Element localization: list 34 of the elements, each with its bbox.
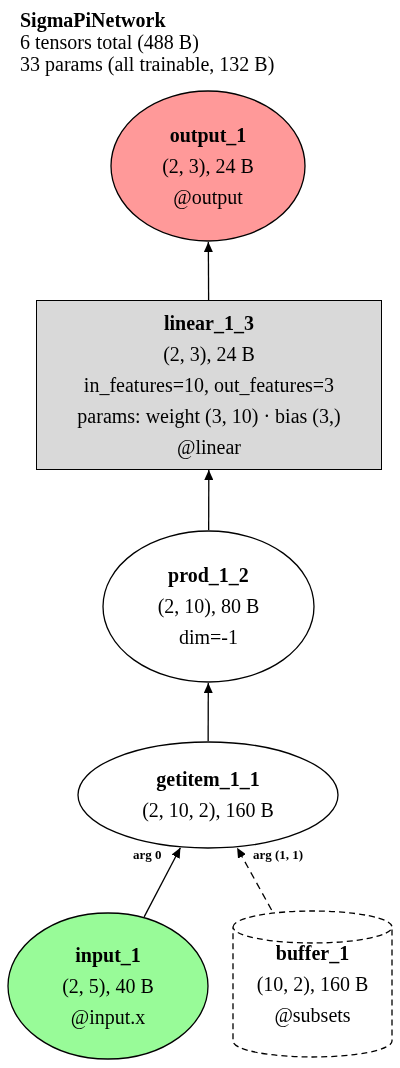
tensor-size-text: (2, 5), 40 B: [62, 973, 154, 1000]
ellipse-node: [77, 741, 339, 849]
arrow: [143, 847, 181, 918]
dashed-arrow: [236, 847, 273, 911]
node-detail-text: @subsets: [274, 1002, 351, 1029]
summary-text: 33 params (all trainable, 132 B): [20, 53, 275, 75]
cylinder-node: [232, 910, 393, 1058]
tensor-size-text: (10, 2), 160 B: [256, 971, 369, 998]
node-title: buffer_1: [275, 940, 350, 966]
arrow: [203, 241, 213, 301]
node-detail-text: @input.x: [70, 1004, 146, 1031]
node-title: input_1: [75, 942, 141, 969]
node-detail-text: params: weight (3, 10) · bias (3,): [77, 403, 341, 430]
ellipse-node: [110, 90, 306, 242]
summary-text: 6 tensors total (488 B): [20, 31, 200, 53]
tensor-size-text: (2, 3), 24 B: [163, 341, 255, 368]
node-detail-text: dim=-1: [178, 625, 239, 650]
tensor-size-text: (2, 10), 80 B: [157, 594, 260, 620]
diagram-title: SigmaPiNetwork: [20, 9, 167, 31]
ellipse-node: [102, 530, 315, 683]
node-detail-text: @output: [173, 184, 243, 211]
layer-box: [36, 300, 382, 470]
node-title: linear_1_3: [164, 310, 254, 336]
node-title: prod_1_2: [168, 563, 249, 589]
tensor-size-text: (2, 3), 24 B: [162, 153, 254, 180]
node-detail-text: @linear: [177, 434, 241, 461]
edge-label: arg (1, 1): [252, 847, 305, 862]
tensor-size-text: (2, 10, 2), 160 B: [142, 798, 274, 824]
node-title: getitem_1_1: [156, 767, 260, 793]
arrow: [204, 469, 214, 531]
ellipse-node: [7, 912, 209, 1060]
node-title: output_1: [169, 122, 247, 149]
node-detail-text: in_features=10, out_features=3: [83, 372, 335, 398]
arrow: [203, 682, 213, 742]
